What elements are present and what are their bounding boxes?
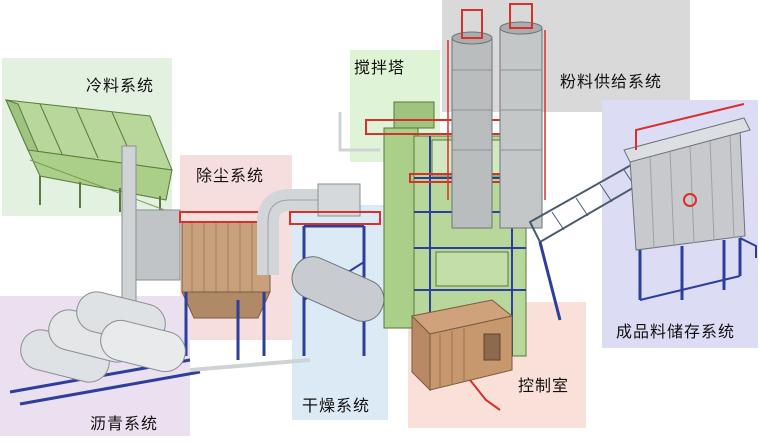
duct — [257, 183, 361, 275]
return-pipe — [338, 112, 380, 152]
dust-collector — [179, 211, 275, 360]
label-dust: 除尘系统 — [196, 166, 265, 185]
label-storage: 成品料储存系统 — [616, 322, 736, 341]
storage-bin — [623, 103, 757, 301]
label-control: 控制室 — [518, 376, 570, 395]
asphalt-tanks — [9, 291, 311, 406]
label-powder: 粉料供给系统 — [560, 72, 663, 91]
chimney — [121, 145, 181, 307]
label-mixing: 搅拌塔 — [354, 58, 406, 77]
label-cold-feed: 冷料系统 — [86, 76, 155, 95]
control-room — [410, 299, 514, 411]
drying-drum — [289, 211, 385, 356]
label-asphalt: 沥青系统 — [90, 414, 159, 433]
powder-silos — [447, 3, 546, 229]
label-drying: 干燥系统 — [302, 396, 371, 415]
